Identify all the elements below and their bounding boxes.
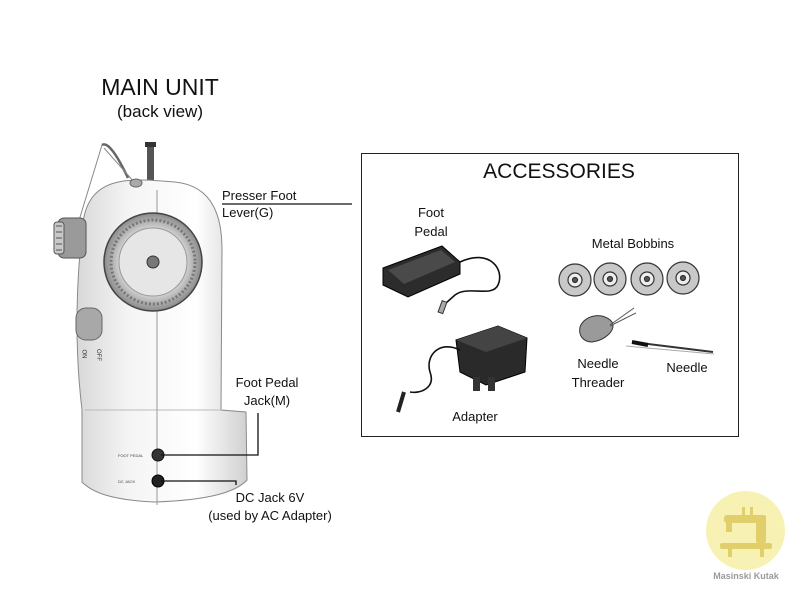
dc-jack-label-line1: DC Jack 6V bbox=[235, 490, 305, 505]
svg-text:FOOT PEDAL: FOOT PEDAL bbox=[118, 453, 144, 458]
handwheel bbox=[103, 212, 203, 312]
power-switch bbox=[75, 307, 103, 341]
needle-label: Needle bbox=[666, 360, 708, 375]
accessories-title: ACCESSORIES bbox=[483, 160, 635, 183]
foot-pedal-jack-label-line2: Jack(M) bbox=[243, 393, 291, 408]
tension-dial bbox=[53, 217, 87, 259]
sewing-machine-icon bbox=[720, 507, 772, 557]
presser-foot-lever-label: Presser Foot Lever(G) bbox=[222, 188, 297, 220]
main-unit-subtitle: (back view) bbox=[117, 102, 203, 121]
metal-bobbins-image bbox=[558, 261, 700, 297]
foot-pedal-label-line1: Foot bbox=[417, 205, 444, 220]
adapter-label: Adapter bbox=[452, 409, 498, 424]
callout-lines bbox=[161, 203, 352, 485]
foot-pedal-label-line2: Pedal bbox=[414, 224, 448, 239]
watermark-logo bbox=[706, 491, 785, 570]
needle-threader-label-line2: Threader bbox=[571, 375, 625, 390]
needle-image bbox=[625, 340, 715, 355]
main-unit-title: MAIN UNIT bbox=[101, 74, 219, 100]
needle-threader-label-line1: Needle bbox=[577, 356, 619, 371]
needle-threader-image bbox=[579, 307, 637, 343]
foot-pedal-jack-label-line1: Foot Pedal bbox=[235, 375, 299, 390]
accessories-panel bbox=[361, 153, 739, 437]
foot-pedal-image bbox=[382, 245, 501, 315]
metal-bobbins-label: Metal Bobbins bbox=[591, 236, 675, 251]
svg-text:DC JACK: DC JACK bbox=[118, 479, 135, 484]
dc-jack-label-line2: (used by AC Adapter) bbox=[208, 508, 332, 523]
adapter-image bbox=[396, 325, 528, 413]
watermark-text: Masinski Kutak bbox=[713, 571, 779, 581]
